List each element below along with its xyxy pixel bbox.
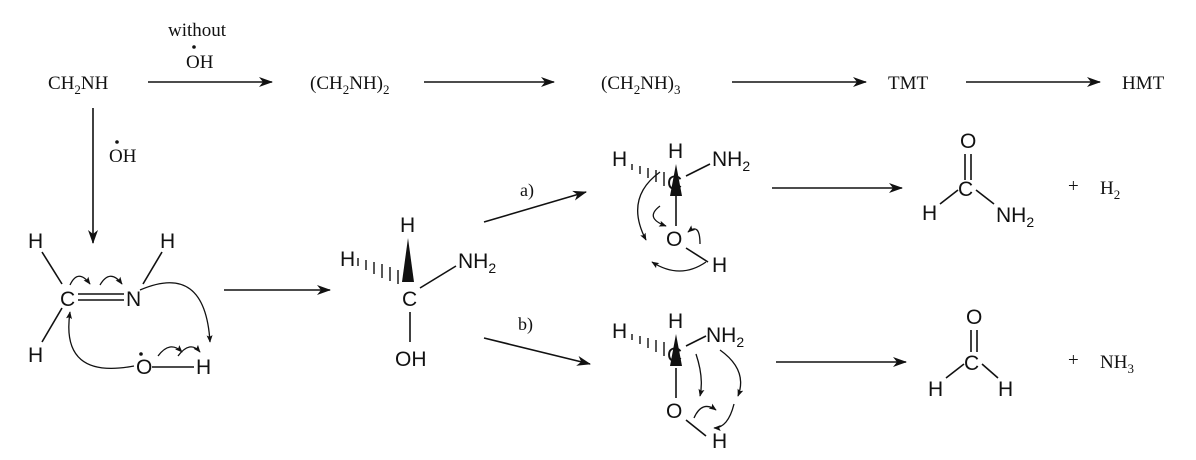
ts-b-bond-oh xyxy=(685,419,707,437)
ts-b-h-hash: H xyxy=(612,320,627,343)
ts-a-nh2: NH2 xyxy=(712,148,750,174)
formamide-bond-h xyxy=(939,189,959,205)
intermediate-nh2: NH2 xyxy=(458,250,496,276)
formamide-h: H xyxy=(922,202,937,225)
formaldehyde-h2: H xyxy=(998,378,1013,401)
trimer-label: (CH2NH)3 xyxy=(601,73,681,97)
product-nh3: NH3 xyxy=(1100,352,1134,376)
intermediate-carbon: C xyxy=(402,288,417,311)
ts-b-oxygen: O xyxy=(666,400,682,423)
bond-c-nh2 xyxy=(419,265,457,289)
ts-a-curl-1 xyxy=(637,171,661,241)
tmt-label: TMT xyxy=(888,73,929,94)
radical-dot-o xyxy=(139,352,143,356)
ts-a-bond-oh xyxy=(685,247,709,263)
radical-dot-top xyxy=(192,45,196,49)
intermediate-oh: OH xyxy=(395,348,427,371)
arrow-pathway-a xyxy=(483,190,587,223)
h-wedge: H xyxy=(400,214,415,237)
ts-a-curl-3 xyxy=(687,225,701,245)
pathway-b-label: b) xyxy=(518,314,533,335)
bond-c-h1 xyxy=(41,251,63,285)
ts-a-h: H xyxy=(712,254,727,277)
bond-c-h2 xyxy=(41,307,63,343)
hash-bond xyxy=(357,258,399,284)
plus-a: + xyxy=(1068,176,1079,197)
ts-a-hash xyxy=(631,164,665,186)
ch2nh-label: CH2NH xyxy=(48,73,109,97)
carbon-atom: C xyxy=(60,288,75,311)
radical-dot-down xyxy=(115,140,119,144)
ts-b-wedge xyxy=(670,334,682,366)
formamide-bond-n xyxy=(975,189,995,205)
condition-oh-top-label: OH xyxy=(186,52,214,73)
h-hydroxyl: H xyxy=(196,356,211,379)
arrow-pathway-b xyxy=(483,337,591,366)
formamide-nh2: NH2 xyxy=(996,204,1034,230)
curly-arrow-4 xyxy=(66,311,135,370)
curly-arrow-5 xyxy=(157,345,183,357)
formamide-c: C xyxy=(958,178,973,201)
formaldehyde-o: O xyxy=(966,306,982,329)
nitrogen-atom: N xyxy=(126,288,141,311)
formaldehyde-h1: H xyxy=(928,378,943,401)
ts-b-bond-n xyxy=(685,335,707,347)
ts-a-h-hash: H xyxy=(612,148,627,171)
formaldehyde-c: C xyxy=(964,352,979,375)
ts-b-curl-4 xyxy=(713,403,735,431)
curly-arrow-6 xyxy=(177,344,201,357)
ts-a-wedge xyxy=(670,164,682,196)
plus-b: + xyxy=(1068,350,1079,371)
formaldehyde-bond-h2 xyxy=(981,363,999,379)
ts-a-carbon: C xyxy=(667,172,682,195)
condition-oh-down-label: OH xyxy=(109,146,137,167)
h-bottom-left: H xyxy=(28,344,43,367)
curly-arrow-2 xyxy=(99,275,123,286)
formaldehyde-bond-h1 xyxy=(945,363,965,379)
dimer-label: (CH2NH)2 xyxy=(310,73,390,97)
ts-b-h-wedge: H xyxy=(668,310,683,333)
ts-b-curl-1 xyxy=(719,349,744,397)
ts-a-curl-2 xyxy=(652,205,667,227)
oxygen-atom: O xyxy=(136,356,152,379)
ts-b-curl-3 xyxy=(693,403,717,419)
h-top-left: H xyxy=(28,230,43,253)
bond-n-h xyxy=(142,251,163,285)
condition-without-label: without xyxy=(168,20,227,41)
ts-a-h-wedge: H xyxy=(668,140,683,163)
pathway-a-label: a) xyxy=(520,180,534,201)
curly-arrow-3 xyxy=(139,282,213,343)
ts-b-carbon: C xyxy=(667,344,682,367)
ts-b-h: H xyxy=(712,430,727,453)
ts-b-hash xyxy=(631,334,665,356)
product-h2: H2 xyxy=(1100,178,1120,202)
h-top-right: H xyxy=(160,230,175,253)
ts-b-curl-2 xyxy=(695,353,705,397)
ts-a-oxygen: O xyxy=(666,228,682,251)
ts-a-curl-4 xyxy=(651,261,707,272)
ts-b-nh2: NH2 xyxy=(706,324,744,350)
curly-arrow-1 xyxy=(69,275,91,286)
ts-a-bond-n xyxy=(685,163,711,177)
hmt-label: HMT xyxy=(1122,73,1165,94)
formamide-o: O xyxy=(960,130,976,153)
h-hash: H xyxy=(340,248,355,271)
wedge-bond xyxy=(402,238,414,282)
